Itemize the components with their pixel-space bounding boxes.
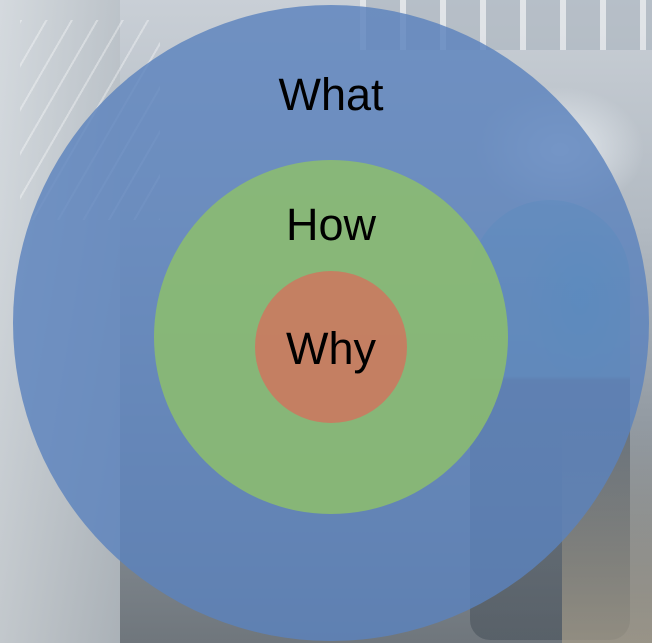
ring-label-how: How	[286, 199, 377, 250]
inner-ring-why	[255, 271, 407, 423]
ring-label-what: What	[278, 69, 384, 120]
ring-label-why: Why	[286, 323, 377, 374]
